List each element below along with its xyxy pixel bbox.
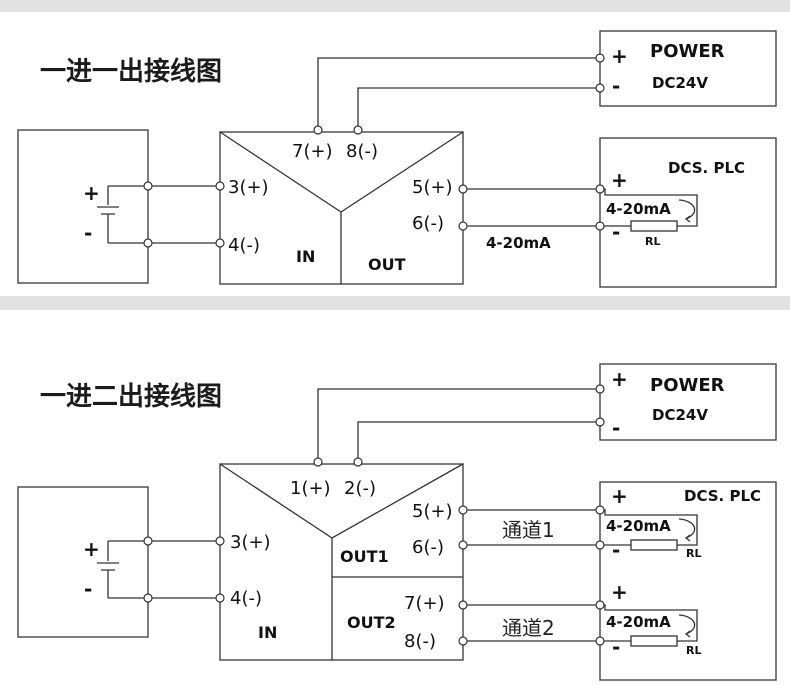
resistor-icon-1 — [630, 539, 678, 551]
terminal-3: 3(+) — [228, 177, 269, 198]
dcs-current: 4-20mA — [606, 200, 671, 218]
dcs2-minus-1: - — [612, 538, 620, 562]
terminal-7: 7(+) — [292, 141, 333, 162]
dcs2-plus-2: + — [611, 580, 628, 604]
out1-label: OUT1 — [340, 547, 389, 566]
dcs2-resistor-2: RL — [686, 644, 701, 657]
power-title: POWER — [650, 41, 725, 62]
channel-1-label: 通道1 — [502, 518, 555, 542]
in-label-2: IN — [258, 623, 277, 642]
power2-plus: + — [611, 367, 628, 391]
in-label: IN — [296, 247, 315, 266]
channel-2-label: 通道2 — [502, 616, 555, 640]
diagram1-title: 一进一出接线图 — [40, 57, 222, 87]
power-box-2 — [599, 363, 777, 441]
input-source-box — [17, 129, 149, 284]
source2-plus: + — [83, 537, 100, 561]
resistor-icon-2 — [630, 635, 678, 647]
current-arrow-icon — [678, 199, 696, 220]
terminal-5: 5(+) — [412, 177, 453, 198]
terminal-dots — [143, 53, 605, 248]
terminal-4: 4(-) — [228, 235, 260, 256]
terminal-dots-2 — [143, 384, 605, 646]
terminal2-4: 4(-) — [230, 588, 262, 609]
diagram2-title: 一进二出接线图 — [40, 382, 222, 412]
terminal-8: 8(-) — [346, 141, 378, 162]
power-box — [599, 30, 777, 107]
terminal2-6: 6(-) — [412, 537, 444, 558]
dcs-title: DCS. PLC — [668, 159, 745, 177]
transmitter-divider-2 — [219, 463, 464, 660]
terminal2-2: 2(-) — [344, 478, 376, 499]
dcs-plc-box — [599, 137, 777, 288]
dcs-plus: + — [611, 168, 628, 192]
dcs-loop-1 — [600, 509, 698, 551]
dcs2-minus-2: - — [612, 635, 620, 659]
transmitter-divider — [219, 131, 464, 284]
power2-minus: - — [612, 416, 620, 440]
power2-title: POWER — [650, 375, 725, 396]
diagram-one-in-one-out: 一进一出接线图 + - 3(+) 4(-) IN OUT 7(+) 8(-) 5… — [17, 30, 777, 288]
battery-icon — [97, 185, 148, 244]
diagram-one-in-two-out: 一进二出接线图 + - 3(+) 4(-) IN 1(+) 2(-) 5(+) … — [17, 363, 777, 681]
battery-icon-2 — [97, 540, 148, 599]
dcs-minus: - — [612, 220, 620, 244]
signal-label: 4-20mA — [486, 234, 551, 252]
terminal2-1: 1(+) — [290, 478, 331, 499]
out-label: OUT — [368, 255, 406, 274]
middle-band — [0, 296, 790, 310]
power-voltage: DC24V — [652, 74, 708, 92]
power-plus: + — [611, 44, 628, 68]
terminal2-3: 3(+) — [230, 532, 271, 553]
power-minus: - — [612, 74, 620, 98]
dcs-plc-box-2 — [599, 481, 777, 681]
power2-voltage: DC24V — [652, 406, 708, 424]
source-plus: + — [83, 181, 100, 205]
terminal2-7: 7(+) — [404, 593, 445, 614]
dcs2-title: DCS. PLC — [684, 487, 761, 505]
terminal-6: 6(-) — [412, 213, 444, 234]
transmitter-body-2 — [219, 463, 464, 661]
dcs2-resistor-1: RL — [686, 547, 701, 560]
input-source-box-2 — [17, 486, 149, 638]
dcs2-current-2: 4-20mA — [606, 613, 671, 631]
current-arrow-icon-1 — [678, 518, 696, 539]
dcs-resistor-label: RL — [645, 235, 660, 248]
out2-label: OUT2 — [347, 613, 396, 632]
dcs2-plus-1: + — [611, 484, 628, 508]
dcs2-current-1: 4-20mA — [606, 517, 671, 535]
terminal2-8: 8(-) — [404, 631, 436, 652]
resistor-icon — [630, 220, 678, 232]
source2-minus: - — [84, 577, 92, 601]
top-band — [0, 0, 790, 12]
current-arrow-icon-2 — [678, 614, 696, 635]
terminal2-5: 5(+) — [412, 501, 453, 522]
source-minus: - — [84, 221, 92, 245]
